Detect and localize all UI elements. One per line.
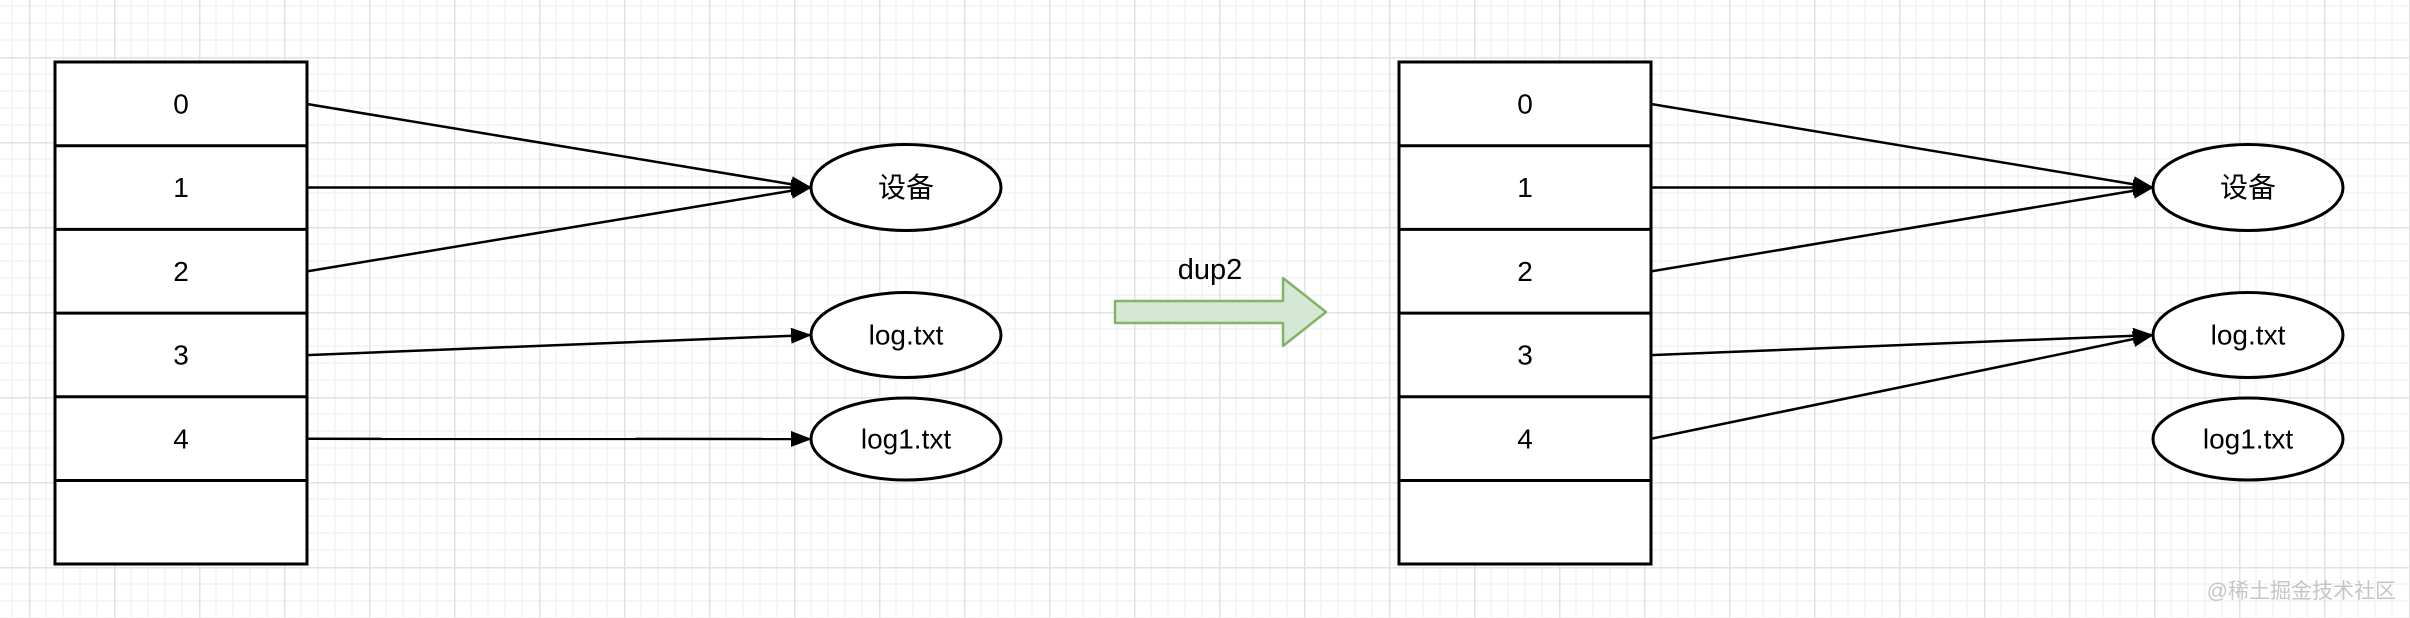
left-fd-1-label: 1: [173, 172, 189, 203]
left-log-ellipse: [809, 291, 1003, 379]
dup2-arrow-shape: [1113, 276, 1328, 348]
right-log1-ellipse: [2151, 396, 2345, 482]
left-fd-3-label: 3: [173, 340, 189, 371]
right-device-ellipse: [2151, 143, 2345, 232]
right-fd-4-label: 4: [1517, 423, 1533, 454]
edge-right-fd2-device: [1650, 182, 2154, 273]
right-targets: 设备 log.txt log1.txt: [2151, 143, 2345, 482]
edge-left-fd2-device: [306, 182, 812, 273]
left-targets: 设备 log.txt log1.txt: [809, 143, 1003, 482]
left-log1-label: log1.txt: [861, 424, 951, 455]
left-log-label: log.txt: [869, 320, 944, 351]
right-fd-0-label: 0: [1517, 89, 1533, 120]
dup2-label: dup2: [1178, 254, 1243, 286]
right-log1-label: log1.txt: [2203, 424, 2293, 455]
watermark-text: @稀土掘金技术社区: [2207, 580, 2396, 603]
right-log-ellipse: [2151, 291, 2345, 379]
edge-left-fd0-device: [306, 102, 812, 193]
right-log-label: log.txt: [2211, 320, 2286, 351]
left-device-ellipse: [809, 143, 1003, 232]
right-edges: [1650, 102, 2154, 441]
left-device-label: 设备: [878, 172, 934, 203]
dup2-transition: dup2: [1113, 254, 1328, 348]
edge-right-fd3-log: [1650, 327, 2154, 357]
edge-right-fd4-log: [1650, 331, 2154, 441]
right-fd-1-label: 1: [1517, 172, 1533, 203]
left-fd-0-label: 0: [173, 89, 189, 120]
edge-left-fd3-log: [306, 327, 812, 357]
left-fd-table: 0 1 2 3 4: [53, 60, 309, 566]
left-fd-2-label: 2: [173, 256, 189, 287]
left-edges: [306, 102, 812, 447]
right-fd-table: 0 1 2 3 4: [1397, 60, 1653, 566]
right-device-label: 设备: [2220, 172, 2276, 203]
left-fd-4-label: 4: [173, 423, 189, 454]
right-fd-3-label: 3: [1517, 340, 1533, 371]
edge-right-fd0-device: [1650, 102, 2154, 193]
right-fd-2-label: 2: [1517, 256, 1533, 287]
left-log1-ellipse: [809, 396, 1003, 482]
